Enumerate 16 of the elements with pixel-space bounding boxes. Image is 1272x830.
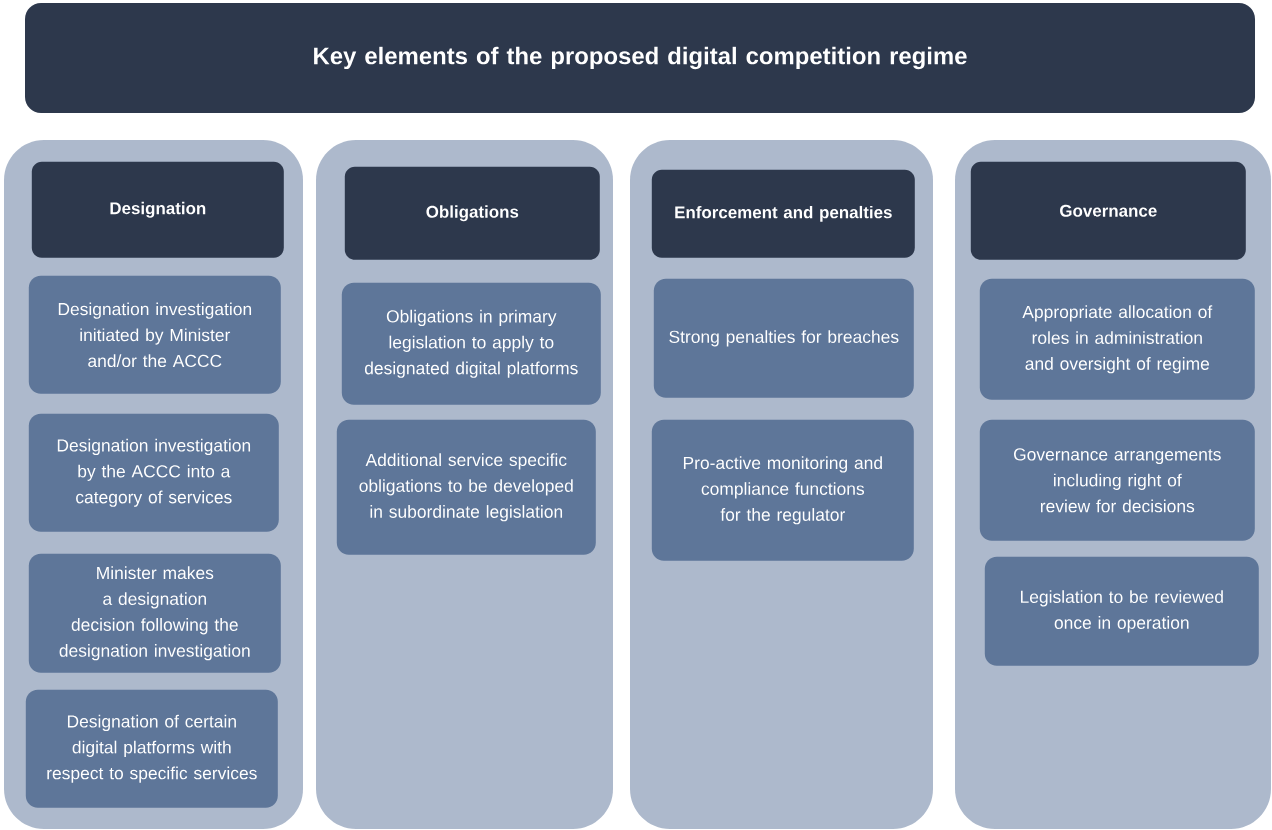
column-header: Enforcement and penalties	[651, 169, 915, 258]
text-box: Designation investigation by the ACCC into a category of services	[28, 413, 279, 532]
text-box: Designation of certain digital platforms with respect to specific services	[25, 689, 278, 808]
column-header: Obligations	[344, 166, 600, 260]
title-banner: Key elements of the proposed digital competition regime	[25, 3, 1255, 113]
text-box: Obligations in primary legislation to apply to designated digital platforms	[341, 282, 601, 405]
text-box: Minister makes a designation decision following the designation investigation	[28, 553, 281, 673]
text-box: Designation investigation initiated by Minister and/or the ACCC	[28, 275, 281, 394]
text-box: Legislation to be reviewed once in operation	[984, 556, 1259, 666]
text-box: Pro-active monitoring and compliance functions for the regulator	[651, 419, 914, 561]
text-box: Appropriate allocation of roles in administration and oversight of regime	[979, 278, 1255, 400]
column-header: Designation	[31, 161, 284, 258]
text-box: Strong penalties for breaches	[653, 278, 914, 398]
column-header: Governance	[970, 161, 1246, 260]
text-box: Additional service specific obligations to be developed in subordinate legislation	[336, 419, 596, 555]
text-box: Governance arrangements including right of review for decisions	[979, 419, 1255, 541]
